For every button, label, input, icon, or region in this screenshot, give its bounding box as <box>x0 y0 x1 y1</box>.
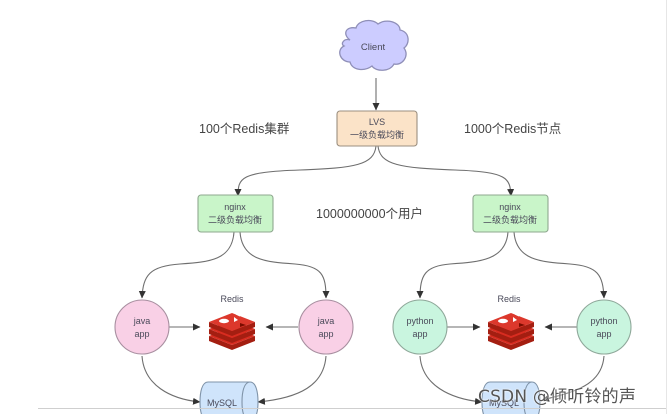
mysql-right-label: MySQL <box>489 398 519 408</box>
cloud-shape <box>339 19 409 71</box>
bottom-divider <box>38 408 666 409</box>
nginx-right-box <box>472 194 549 233</box>
edge-lvs-nginx-left <box>234 145 377 197</box>
edge-java-2-mysql <box>257 355 327 405</box>
cluster-count-label: 100个Redis集群 <box>199 121 290 136</box>
user-count-label: 1000000000个用户 <box>316 206 423 221</box>
nginx-left-box <box>197 194 274 233</box>
mysql-right-node: MySQL <box>481 381 541 414</box>
java-app-1-title: java <box>133 316 151 326</box>
client-node: Client <box>339 19 409 71</box>
java-app-2-node: java app <box>298 299 354 355</box>
nginx-right-node: nginx 二级负载均衡 <box>472 194 549 233</box>
python-app-1-circle <box>392 299 448 355</box>
nginx-right-title: nginx <box>499 202 521 212</box>
edge-nginx-left-java-2 <box>239 231 330 299</box>
python-app-1-subtitle: app <box>412 329 427 339</box>
edge-nginx-right-python-2 <box>513 231 608 299</box>
edge-python-1-mysql <box>419 355 483 405</box>
redis-logo-icon <box>209 313 255 350</box>
lvs-subtitle: 一级负载均衡 <box>350 129 404 140</box>
python-app-2-subtitle: app <box>596 329 611 339</box>
redis-left-node: Redis <box>209 294 255 350</box>
node-count-label: 1000个Redis节点 <box>464 122 561 136</box>
edge-nginx-right-python-1 <box>416 231 509 299</box>
nginx-left-node: nginx 二级负载均衡 <box>197 194 274 233</box>
watermark: CSDN @倾听铃的声 <box>478 387 637 407</box>
nginx-right-subtitle: 二级负载均衡 <box>483 214 537 225</box>
python-app-2-circle <box>576 299 632 355</box>
lvs-box <box>336 110 418 147</box>
nginx-left-title: nginx <box>224 202 246 212</box>
lvs-node: LVS 一级负载均衡 <box>336 110 418 147</box>
java-app-1-node: java app <box>114 299 170 355</box>
java-app-2-subtitle: app <box>318 329 333 339</box>
lvs-title: LVS <box>369 117 385 127</box>
mysql-left-node: MySQL <box>199 381 259 414</box>
edge-java-1-mysql <box>141 355 201 405</box>
redis-right-node: Redis <box>488 294 534 350</box>
edge-nginx-left-java-1 <box>138 231 235 299</box>
python-app-1-node: python app <box>392 299 448 355</box>
edge-lvs-nginx-right <box>377 145 515 197</box>
client-label: Client <box>361 42 386 53</box>
python-app-1-title: python <box>406 316 433 326</box>
right-border <box>666 0 667 414</box>
redis-right-label: Redis <box>497 294 521 304</box>
edges <box>138 78 608 405</box>
python-app-2-node: python app <box>576 299 632 355</box>
java-app-2-circle <box>298 299 354 355</box>
redis-logo-icon <box>488 313 534 350</box>
edge-python-2-mysql <box>541 355 605 402</box>
python-app-2-title: python <box>590 316 617 326</box>
java-app-1-circle <box>114 299 170 355</box>
nginx-left-subtitle: 二级负载均衡 <box>208 214 262 225</box>
redis-left-label: Redis <box>220 294 244 304</box>
java-app-2-title: java <box>317 316 335 326</box>
java-app-1-subtitle: app <box>134 329 149 339</box>
mysql-left-label: MySQL <box>207 398 237 408</box>
